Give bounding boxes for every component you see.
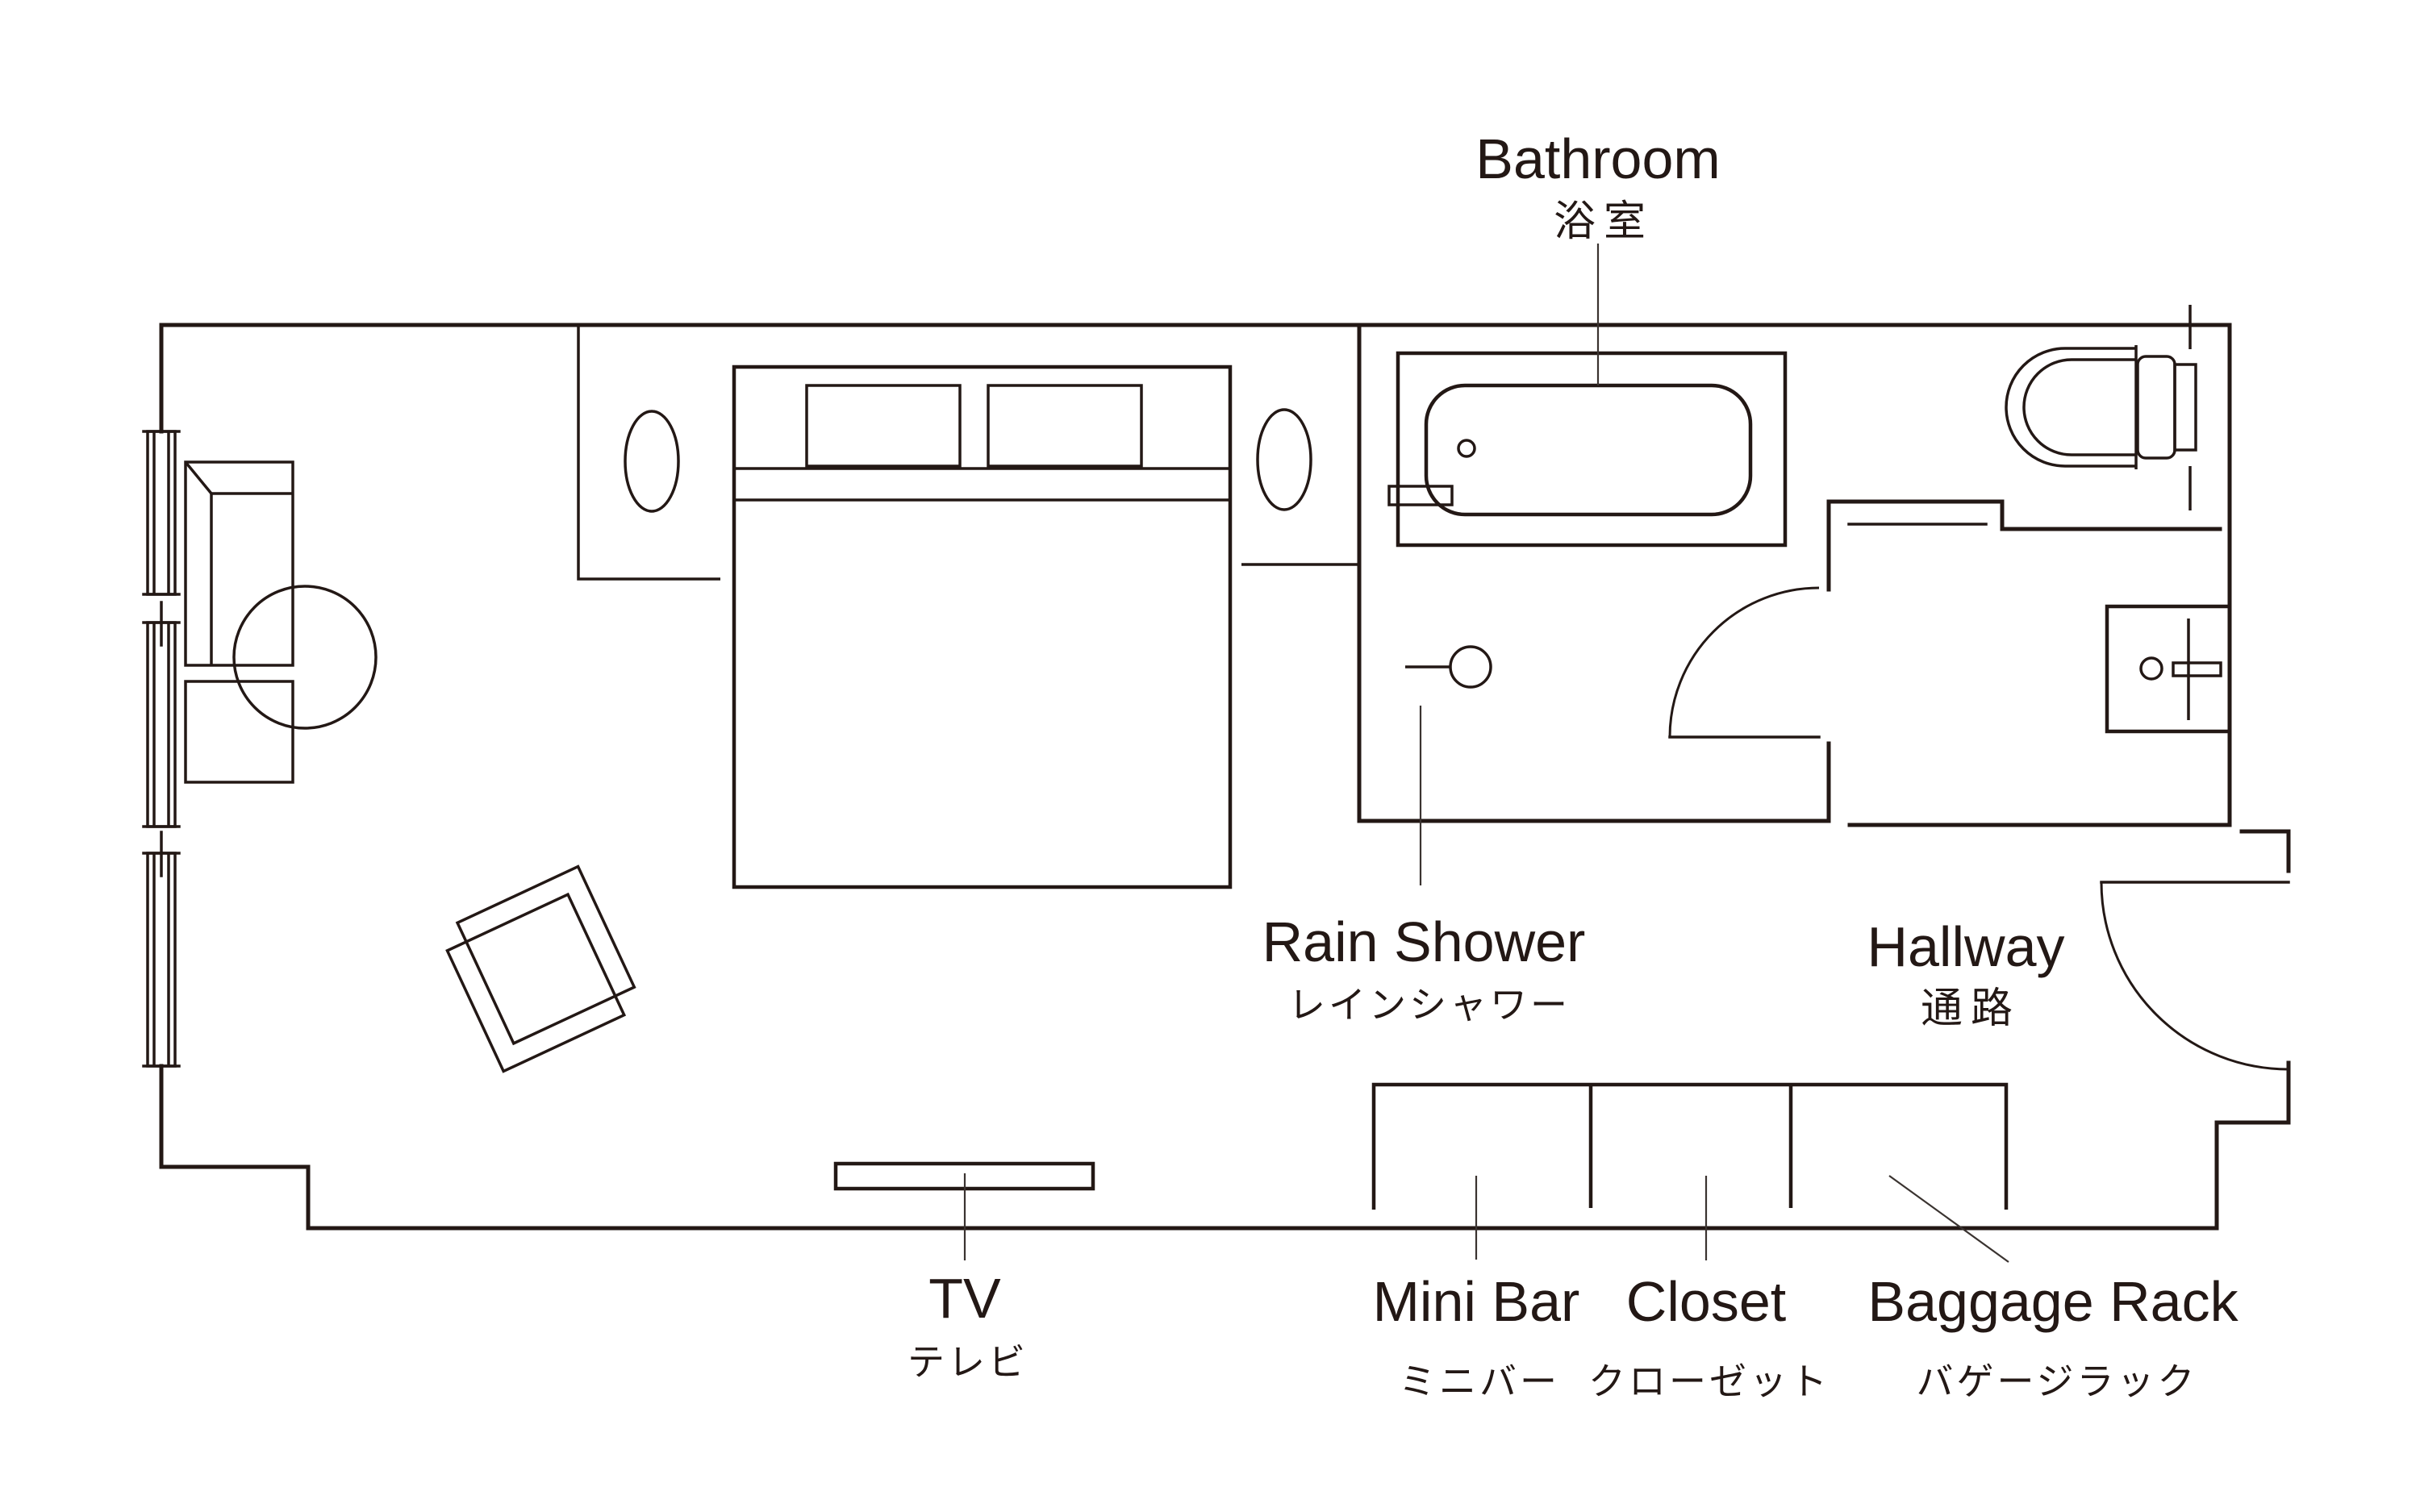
nightstand-left-edge (577, 325, 720, 581)
lamp-right (1256, 408, 1312, 511)
toilet-tank-lid (2173, 363, 2197, 452)
label-bathroom-en: Bathroom (1475, 127, 1720, 190)
label-baggage-rack-en: Baggage Rack (1867, 1270, 2238, 1333)
ottoman (184, 680, 294, 784)
wall-toilet-room (1826, 499, 2222, 531)
window-3 (146, 852, 177, 1068)
lounge-chair-back (455, 864, 636, 1046)
label-tv-en: TV (928, 1267, 1001, 1330)
window-band (142, 430, 181, 1068)
vanity-drain (2139, 656, 2163, 681)
lounge-chair (445, 864, 636, 1073)
rain-shower-fixture (1405, 645, 1492, 689)
round-table (232, 585, 378, 730)
toilet-seat (2022, 358, 2136, 456)
label-rain-shower-en: Rain Shower (1262, 910, 1586, 973)
cabinet-row (1371, 1082, 2009, 1210)
sofa (184, 460, 294, 667)
bath-enclosure (1396, 351, 1788, 548)
pillow-left (805, 384, 962, 468)
vanity-counter (2105, 604, 2232, 734)
toilet-bowl (2005, 347, 2136, 468)
label-rain-shower-ja: レインシャワー (1288, 984, 1571, 1026)
nightstand-right (1241, 408, 1359, 566)
pillow-right (987, 384, 1143, 468)
window-2 (146, 621, 177, 828)
toilet (2005, 305, 2197, 510)
cabinet-outline (1371, 1082, 2009, 1210)
wall-entry-notch (2239, 829, 2291, 873)
vanity-faucet-handle (2172, 661, 2222, 677)
entry-door-swing-arc (2100, 881, 2289, 1071)
sofa-back-corner (184, 460, 213, 495)
label-tv-ja: テレビ (908, 1341, 1028, 1383)
bathtub-faucet-deck (1387, 485, 1454, 506)
toilet-tank (2136, 355, 2176, 460)
sofa-outline (184, 460, 294, 667)
bed (732, 364, 1233, 889)
label-bathroom-ja: 浴室 (1554, 198, 1654, 245)
window-1-caps (142, 430, 181, 596)
wall-left-lower-and-bottom (159, 1064, 2219, 1231)
wall-entry-east (2214, 1060, 2291, 1231)
bathroom-door-swing-arc (1668, 586, 1820, 738)
leader-baggage-rack (1888, 1175, 2009, 1263)
label-hallway-ja: 通路 (1921, 985, 2021, 1032)
bathtub-drain (1457, 439, 1476, 458)
lamp-left (624, 410, 680, 513)
vanity (2105, 604, 2232, 734)
label-mini-bar-en: Mini Bar (1373, 1270, 1580, 1333)
lounge-chair-seat (445, 892, 627, 1073)
label-baggage-rack-ja: バゲージラック (1916, 1360, 2197, 1402)
bathtub (1424, 383, 1753, 517)
wall-bathroom-west-south (1357, 323, 1831, 823)
label-mini-bar-ja: ミニバー (1399, 1360, 1560, 1402)
window-1 (146, 430, 177, 596)
nightstand-left (577, 325, 720, 581)
label-hallway-en: Hallway (1867, 915, 2064, 978)
bed-outline (732, 364, 1233, 889)
label-closet-en: Closet (1626, 1270, 1786, 1333)
rain-shower-head (1449, 645, 1492, 689)
label-closet-ja: クローゼット (1588, 1360, 1830, 1402)
